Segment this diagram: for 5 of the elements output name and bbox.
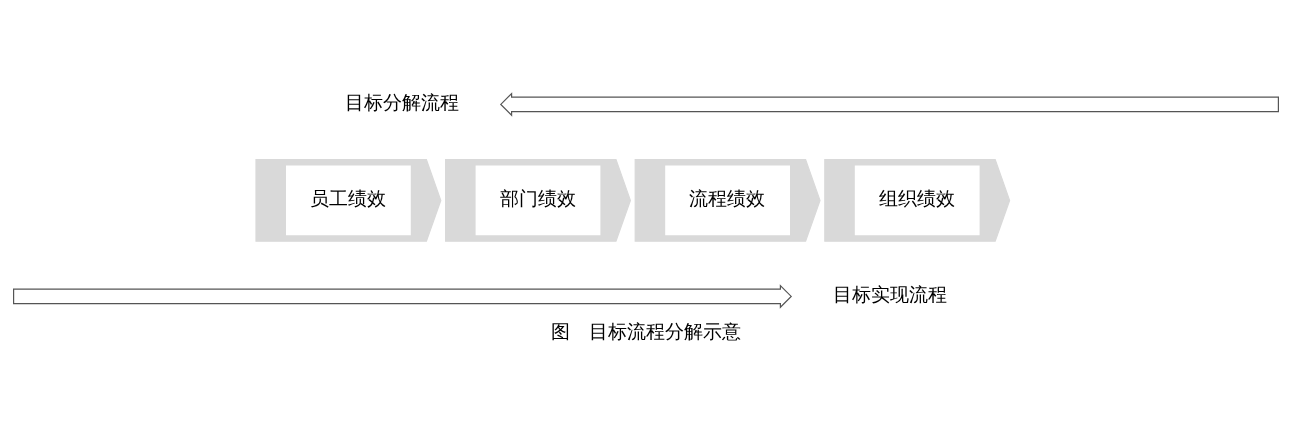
node-arrow bbox=[499, 92, 1279, 117]
label: 目标分解流程 bbox=[345, 90, 460, 114]
label: 目标实现流程 bbox=[832, 282, 947, 306]
node-arrow bbox=[13, 284, 793, 309]
caption: 图 目标流程分解示意 bbox=[551, 320, 741, 344]
